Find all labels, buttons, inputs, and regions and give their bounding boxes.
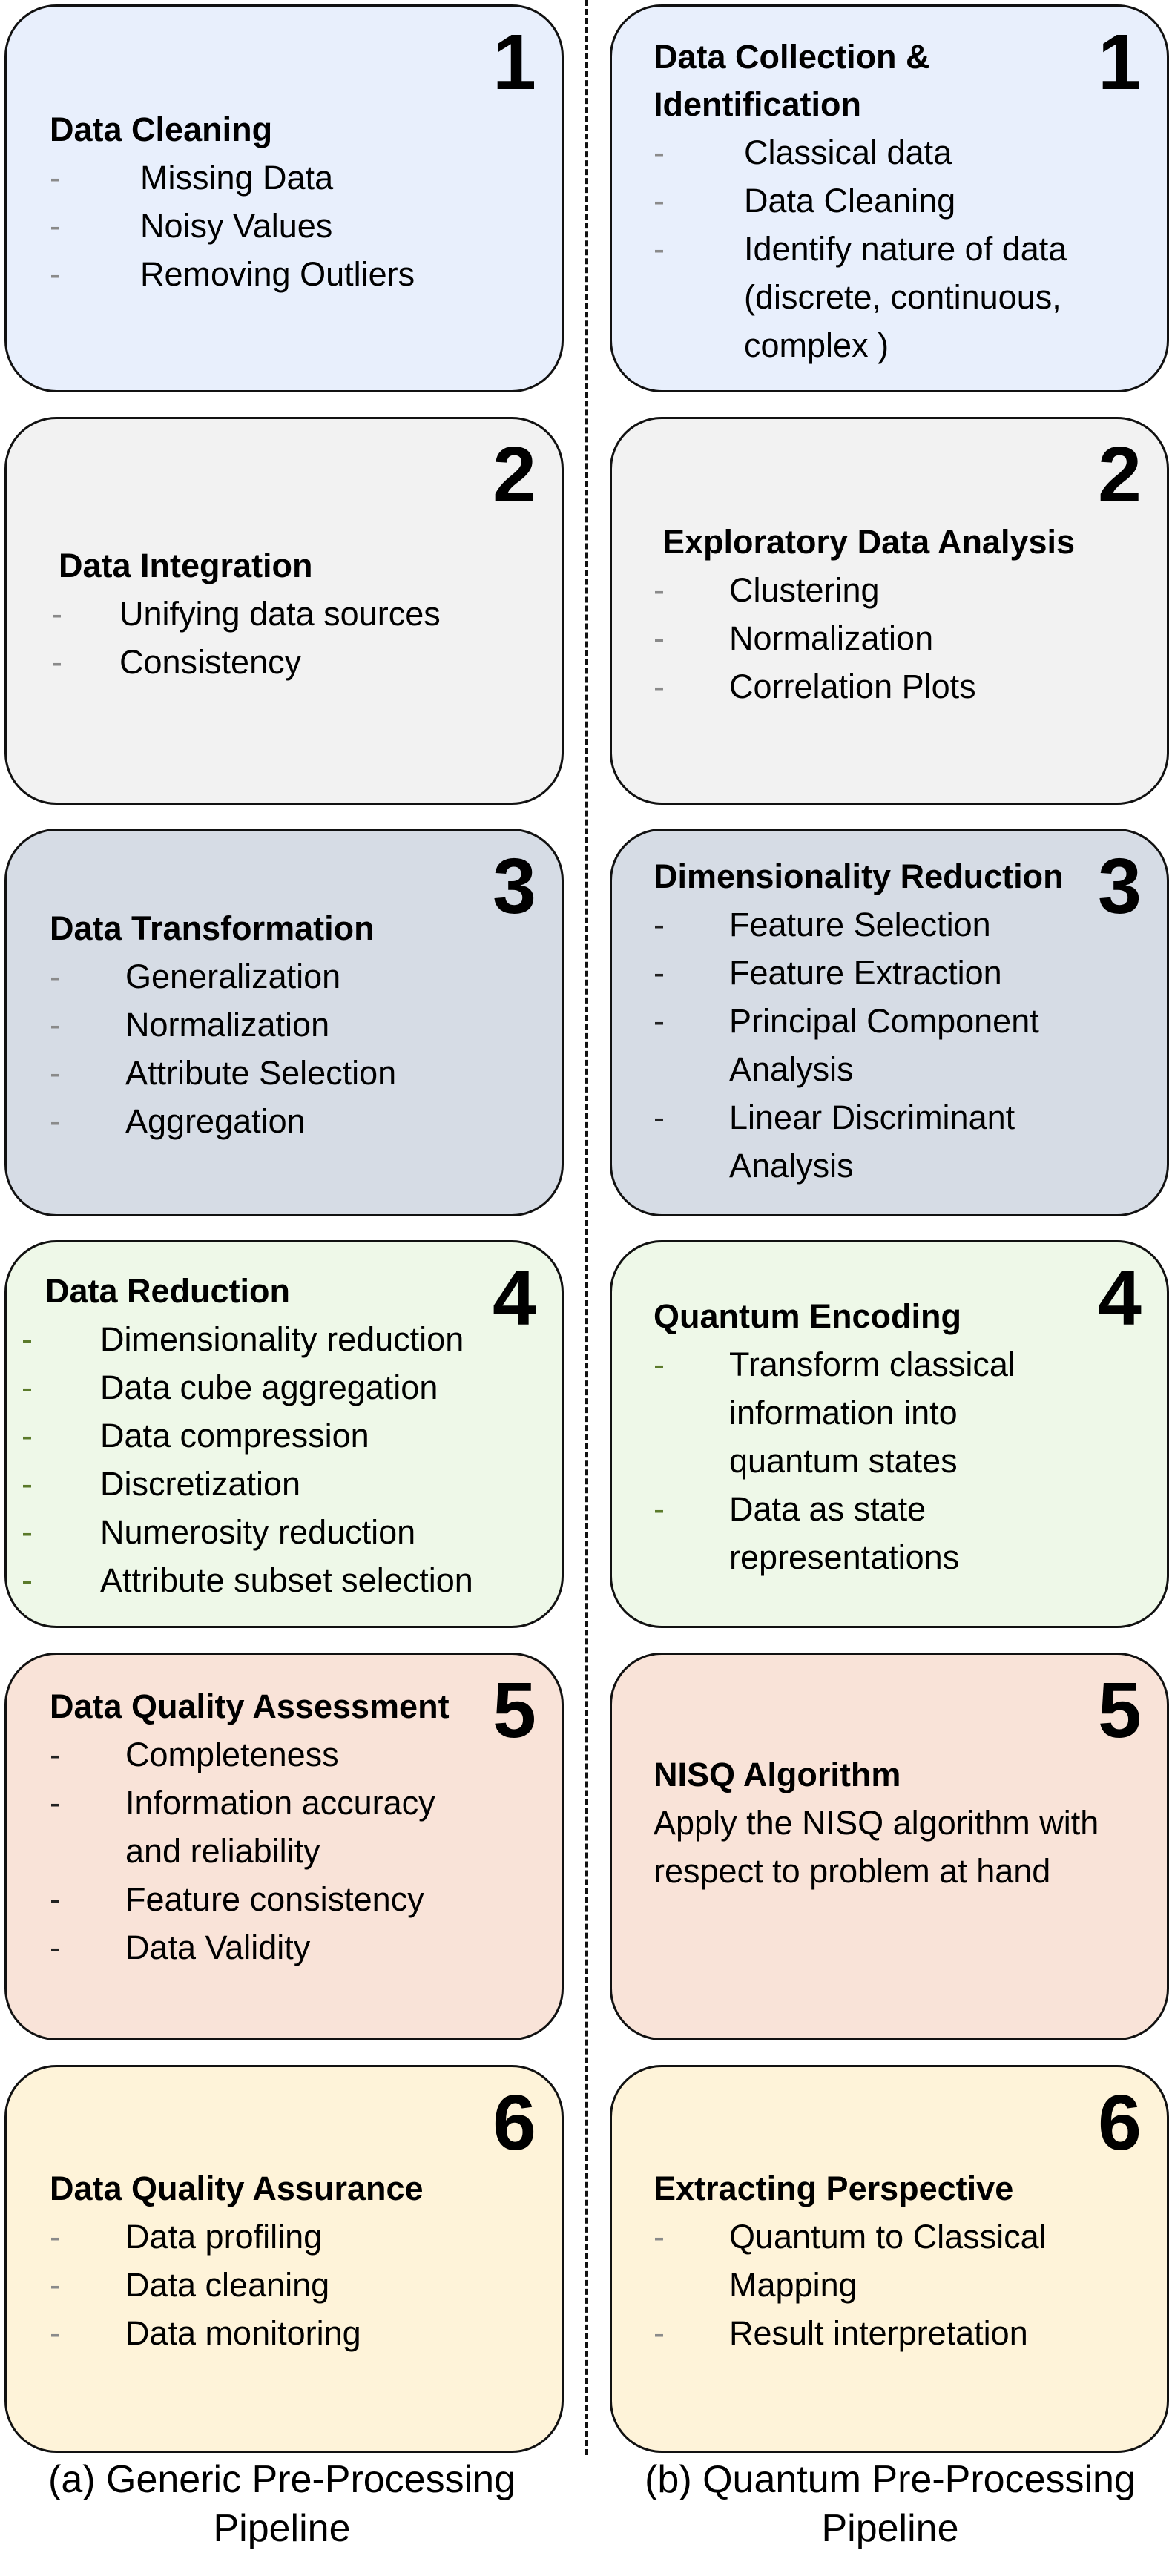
column-divider [585, 0, 588, 2455]
generic-stage-6-card: 6 Data Quality Assurance -Data profiling… [4, 2065, 564, 2453]
generic-stage-1-card: 1 Data Cleaning -Missing Data -Noisy Val… [4, 4, 564, 392]
list-item: -Attribute subset selection [22, 1561, 473, 1599]
list-item: -Data Validity [50, 1928, 311, 1966]
stage-items: -Classical data -Data Cleaning -Identify… [654, 128, 1152, 369]
generic-stage-2-card: 2 Data Integration -Unifying data source… [4, 417, 564, 805]
stage-number: 2 [1098, 431, 1142, 518]
stage-title: Data Quality Assessment [50, 1687, 450, 1725]
quantum-stage-1-card: 1 Data Collection & Identification -Clas… [610, 4, 1169, 392]
stage-number: 6 [1098, 2079, 1142, 2167]
list-item: -Result interpretation [654, 2314, 1028, 2352]
stage-title: Data Integration [59, 547, 313, 584]
stage-items: -Clustering -Normalization -Correlation … [654, 566, 1145, 711]
list-item: -Data cube aggregation [22, 1368, 438, 1406]
generic-stage-4-card: 4 Data Reduction -Dimensionality reducti… [4, 1240, 564, 1628]
list-item: -Quantum to Classical Mapping [654, 2218, 1047, 2304]
stage-items: -Generalization -Normalization -Attribut… [50, 952, 539, 1145]
list-item: -Dimensionality reduction [22, 1320, 464, 1358]
list-item: -Normalization [50, 1006, 330, 1044]
quantum-pipeline-caption: (b) Quantum Pre-Processing Pipeline [645, 2458, 1136, 2550]
list-item: -Principal Component Analysis [654, 1002, 1039, 1088]
stage-number: 5 [1098, 1667, 1142, 1754]
quantum-stage-6-card: 6 Extracting Perspective -Quantum to Cla… [610, 2065, 1169, 2453]
quantum-stage-5-card: 5 NISQ Algorithm Apply the NISQ algorith… [610, 1653, 1169, 2040]
stage-title: Extracting Perspective [654, 2170, 1014, 2207]
list-item: -Numerosity reduction [22, 1513, 416, 1551]
list-item: -Aggregation [50, 1102, 306, 1140]
generic-stage-5-card: 5 Data Quality Assessment -Completeness … [4, 1653, 564, 2040]
list-item: -Data cleaning [50, 2266, 330, 2304]
list-item: -Data monitoring [50, 2314, 361, 2352]
list-item: -Noisy Values [50, 207, 333, 245]
stage-number: 6 [493, 2079, 536, 2167]
quantum-stage-4-card: 4 Quantum Encoding -Transform classical … [610, 1240, 1169, 1628]
stage-items: -Completeness -Information accuracy and … [50, 1730, 480, 1971]
list-item: -Information accuracy and reliability [50, 1784, 435, 1870]
list-item: -Missing Data [50, 159, 334, 197]
stage-number: 3 [493, 843, 536, 930]
list-item: -Data compression [22, 1417, 369, 1455]
list-item: -Data as state representations [654, 1490, 960, 1576]
stage-title: NISQ Algorithm [654, 1756, 901, 1793]
stage-number: 1 [493, 19, 536, 106]
list-item: -Feature Extraction [654, 954, 1002, 992]
list-item: -Completeness [50, 1736, 339, 1773]
stage-items: -Dimensionality reduction -Data cube agg… [22, 1315, 539, 1604]
stage-items: -Transform classical information into qu… [654, 1340, 1085, 1581]
list-item: -Feature consistency [50, 1880, 424, 1918]
list-item: -Attribute Selection [50, 1054, 397, 1092]
stage-title: Data Transformation [50, 909, 375, 947]
stage-description: Apply the NISQ algorithm with respect to… [654, 1804, 1099, 1890]
list-item: -Data Cleaning [654, 182, 956, 220]
list-item: -Unifying data sources [51, 595, 441, 633]
list-item: -Normalization [654, 619, 934, 657]
list-item: -Feature Selection [654, 906, 991, 943]
list-item: -Consistency [51, 643, 302, 681]
list-item: -Data profiling [50, 2218, 323, 2256]
quantum-stage-2-card: 2 Exploratory Data Analysis -Clustering … [610, 417, 1169, 805]
stage-number: 1 [1098, 19, 1142, 106]
stage-title: Quantum Encoding [654, 1297, 961, 1335]
generic-stage-3-card: 3 Data Transformation -Generalization -N… [4, 829, 564, 1216]
stage-title: Data Collection & Identification [654, 38, 930, 123]
stage-title: Data Reduction [45, 1272, 291, 1310]
stage-title: Exploratory Data Analysis [662, 523, 1076, 561]
stage-title: Data Quality Assurance [50, 2170, 424, 2207]
stage-number: 4 [493, 1254, 536, 1342]
stage-number: 5 [493, 1667, 536, 1754]
list-item: -Transform classical information into qu… [654, 1345, 1015, 1480]
list-item: -Generalization [50, 958, 341, 995]
stage-number: 2 [493, 431, 536, 518]
stage-title: Data Cleaning [50, 111, 273, 148]
stage-items: -Data profiling -Data cleaning -Data mon… [50, 2213, 539, 2357]
stage-items: -Quantum to Classical Mapping -Result in… [654, 2213, 1137, 2357]
stage-title: Dimensionality Reduction [654, 857, 1064, 895]
stage-items: -Missing Data -Noisy Values -Removing Ou… [50, 154, 539, 298]
list-item: -Classical data [654, 134, 952, 171]
list-item: -Linear Discriminant Analysis [654, 1098, 1015, 1185]
stage-number: 3 [1098, 843, 1142, 930]
list-item: -Removing Outliers [50, 255, 415, 293]
list-item: -Correlation Plots [654, 668, 976, 705]
quantum-stage-3-card: 3 Dimensionality Reduction -Feature Sele… [610, 829, 1169, 1216]
stage-items: -Feature Selection -Feature Extraction -… [654, 900, 1085, 1190]
list-item: -Discretization [22, 1465, 301, 1503]
stage-number: 4 [1098, 1254, 1142, 1342]
list-item: -Clustering [654, 571, 880, 609]
generic-pipeline-caption: (a) Generic Pre-Processing Pipeline [48, 2458, 516, 2550]
stage-items: -Unifying data sources -Consistency [51, 590, 539, 686]
list-item: -Identify nature of data (discrete, cont… [654, 230, 1067, 364]
